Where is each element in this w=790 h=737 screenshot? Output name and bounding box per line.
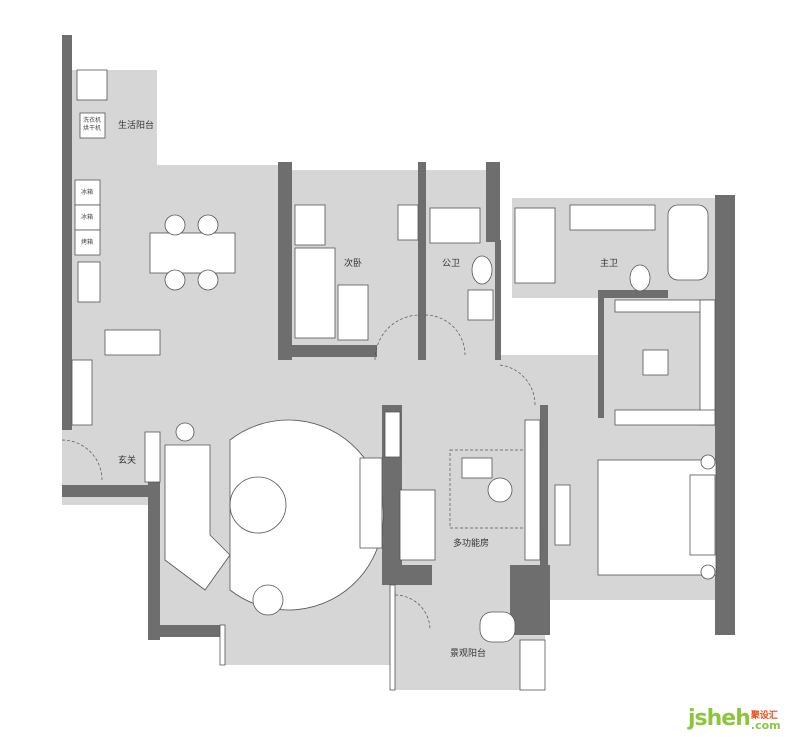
shower [429,207,481,244]
label-view-balcony: 景观阳台 [450,647,486,659]
dining-table [149,232,236,274]
label-multi-function-room: 多功能房 [453,537,489,549]
label-second-bedroom: 次卧 [344,257,362,269]
walls [62,35,735,640]
bathtub [667,204,709,281]
toilet-master [629,264,651,292]
label-dryer: 烘干机 [83,124,101,132]
jsheh-logo: jsheh 聚设汇.com [688,706,781,732]
lounge-chair [479,611,516,643]
label-public-bathroom: 公卫 [442,258,460,269]
toilet-public [471,255,493,285]
double-vanity [569,204,656,231]
cooktop [77,261,101,303]
label-service-balcony: 生活阳台 [118,119,154,131]
entrance-cabinet [144,431,161,483]
sofa [164,444,231,591]
label-washer: 洗衣机 [83,116,101,124]
piano [399,489,436,561]
label-oven: 烤箱 [81,238,93,246]
label-master-bathroom: 主卫 [600,257,618,269]
label-fridge-1: 冰箱 [81,188,93,196]
desk [461,457,493,479]
bed-second [294,247,336,339]
round-rug [229,419,384,611]
label-entrance: 玄关 [118,454,136,466]
furniture [61,69,717,691]
room-labels: 生活阳台 次卧 公卫 主卫 玄关 多功能房 景观阳台 洗衣机 烘干机 冰箱 冰箱… [81,116,618,659]
label-fridge-2: 冰箱 [81,213,93,221]
kitchen-sink [104,329,161,356]
